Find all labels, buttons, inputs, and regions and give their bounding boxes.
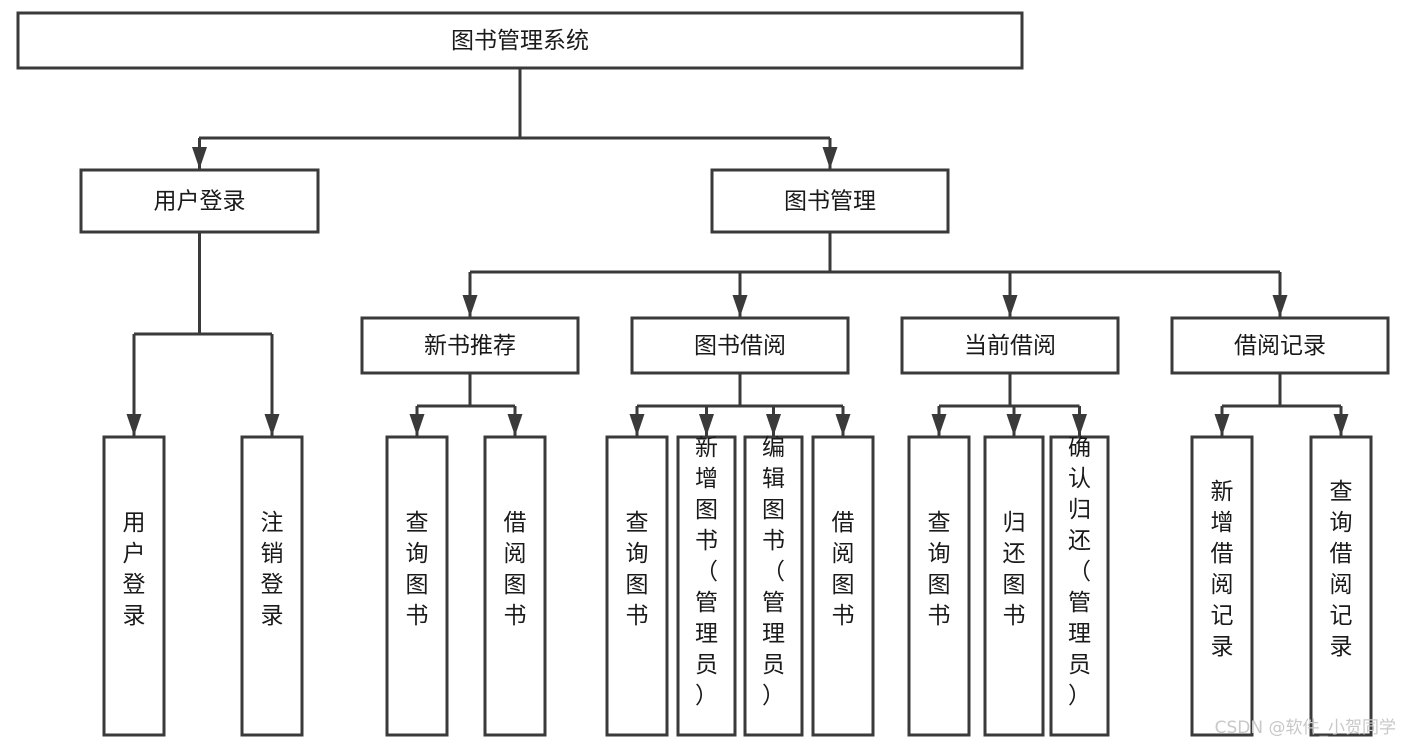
node-current-borrow[interactable]: 当前借阅: [900, 316, 1120, 375]
node-new-book-recommend[interactable]: 新书推荐: [360, 316, 580, 375]
arrow-to-leaf-query-book-2: [629, 414, 645, 436]
arrow-to-leaf-query-book-3: [931, 414, 947, 436]
node-leaf-query-book-2-box: [605, 435, 669, 737]
arrow-to-new-book-recommend: [462, 295, 478, 317]
node-leaf-logout-login[interactable]: 注销登录: [240, 435, 304, 737]
arrow-to-book-management: [822, 147, 838, 169]
arrow-to-leaf-borrow-book-1: [507, 414, 523, 436]
node-leaf-add-book-admin-box: [676, 435, 737, 737]
node-leaf-query-book-3-box: [907, 435, 971, 737]
node-leaf-add-borrow-record-label: 新增借阅记录: [1211, 479, 1234, 660]
arrow-to-user-login: [192, 147, 207, 169]
node-leaf-edit-book-admin-box: [743, 435, 804, 737]
arrow-to-leaf-edit-book-admin: [766, 414, 781, 436]
node-user-login-label: 用户登录: [154, 189, 246, 215]
node-leaf-user-login-label: 用户登录: [123, 510, 146, 629]
node-leaf-query-book-2[interactable]: 查询图书: [605, 435, 669, 737]
arrow-to-current-borrow: [1002, 295, 1018, 317]
node-root-box: [16, 11, 1024, 70]
node-leaf-confirm-return-admin-label: 确认归还（管理员）: [1068, 435, 1091, 709]
node-leaf-query-book-2-label: 查询图书: [626, 510, 649, 629]
arrow-to-leaf-query-borrow-record: [1333, 414, 1349, 436]
node-leaf-add-borrow-record-box: [1190, 435, 1254, 737]
node-leaf-query-borrow-record-box: [1309, 435, 1373, 737]
node-book-management-box: [710, 168, 950, 234]
node-leaf-borrow-book-1-label: 借阅图书: [504, 510, 527, 629]
node-user-login-box: [79, 168, 320, 234]
csdn-watermark: CSDN @软件_小贺同学: [1215, 718, 1396, 738]
node-leaf-return-book-label: 归还图书: [1003, 510, 1026, 629]
node-borrow-record[interactable]: 借阅记录: [1170, 316, 1390, 375]
node-leaf-borrow-book-1[interactable]: 借阅图书: [483, 435, 547, 737]
node-book-borrow[interactable]: 图书借阅: [630, 316, 850, 375]
node-leaf-add-book-admin[interactable]: 新增图书（管理员）: [676, 435, 737, 737]
node-new-book-recommend-label: 新书推荐: [424, 333, 516, 359]
node-leaf-edit-book-admin-label: 编辑图书（管理员）: [762, 435, 785, 709]
arrow-to-borrow-record: [1272, 295, 1288, 317]
node-leaf-logout-login-label: 注销登录: [261, 510, 284, 629]
node-leaf-borrow-book-2[interactable]: 借阅图书: [811, 435, 875, 737]
node-leaf-query-book-3[interactable]: 查询图书: [907, 435, 971, 737]
node-leaf-user-login[interactable]: 用户登录: [102, 435, 166, 737]
arrow-to-leaf-borrow-book-2: [835, 414, 851, 436]
node-leaf-borrow-book-2-label: 借阅图书: [832, 510, 855, 629]
node-book-management[interactable]: 图书管理: [710, 168, 950, 234]
node-leaf-edit-book-admin[interactable]: 编辑图书（管理员）: [743, 435, 804, 737]
node-leaf-logout-login-box: [240, 435, 304, 737]
arrow-to-leaf-user-login: [126, 414, 142, 436]
arrow-to-leaf-return-book: [1006, 414, 1022, 436]
node-leaf-user-login-box: [102, 435, 166, 737]
node-leaf-add-book-admin-label: 新增图书（管理员）: [695, 435, 718, 709]
node-leaf-query-book-3-label: 查询图书: [928, 510, 951, 629]
connectors-layer: [126, 68, 1349, 436]
node-book-borrow-box: [630, 316, 850, 375]
node-root-label: 图书管理系统: [451, 28, 589, 54]
node-leaf-borrow-book-1-box: [483, 435, 547, 737]
node-leaf-query-borrow-record[interactable]: 查询借阅记录: [1309, 435, 1373, 737]
node-leaf-return-book[interactable]: 归还图书: [983, 435, 1045, 737]
nodes-layer: 图书管理系统用户登录图书管理新书推荐图书借阅当前借阅借阅记录用户登录注销登录查询…: [16, 11, 1390, 737]
node-borrow-record-label: 借阅记录: [1234, 333, 1326, 359]
node-leaf-query-book-1-label: 查询图书: [406, 510, 429, 629]
node-leaf-borrow-book-2-box: [811, 435, 875, 737]
arrow-to-leaf-add-borrow-record: [1214, 414, 1230, 436]
arrow-to-leaf-query-book-1: [409, 414, 425, 436]
node-current-borrow-box: [900, 316, 1120, 375]
node-book-management-label: 图书管理: [784, 189, 876, 215]
node-leaf-return-book-box: [983, 435, 1045, 737]
arrow-to-leaf-add-book-admin: [699, 414, 714, 436]
node-book-borrow-label: 图书借阅: [694, 333, 786, 359]
node-leaf-add-borrow-record[interactable]: 新增借阅记录: [1190, 435, 1254, 737]
node-current-borrow-label: 当前借阅: [964, 333, 1056, 359]
arrow-to-leaf-confirm-return-admin: [1072, 414, 1087, 436]
arrow-to-book-borrow: [732, 295, 748, 317]
node-leaf-query-borrow-record-label: 查询借阅记录: [1330, 479, 1353, 660]
node-leaf-confirm-return-admin-box: [1049, 435, 1110, 737]
node-user-login[interactable]: 用户登录: [79, 168, 320, 234]
node-leaf-query-book-1[interactable]: 查询图书: [385, 435, 449, 737]
node-leaf-confirm-return-admin[interactable]: 确认归还（管理员）: [1049, 435, 1110, 737]
node-borrow-record-box: [1170, 316, 1390, 375]
node-leaf-query-book-1-box: [385, 435, 449, 737]
node-root[interactable]: 图书管理系统: [16, 11, 1024, 70]
arrow-to-leaf-logout-login: [264, 414, 280, 436]
node-new-book-recommend-box: [360, 316, 580, 375]
